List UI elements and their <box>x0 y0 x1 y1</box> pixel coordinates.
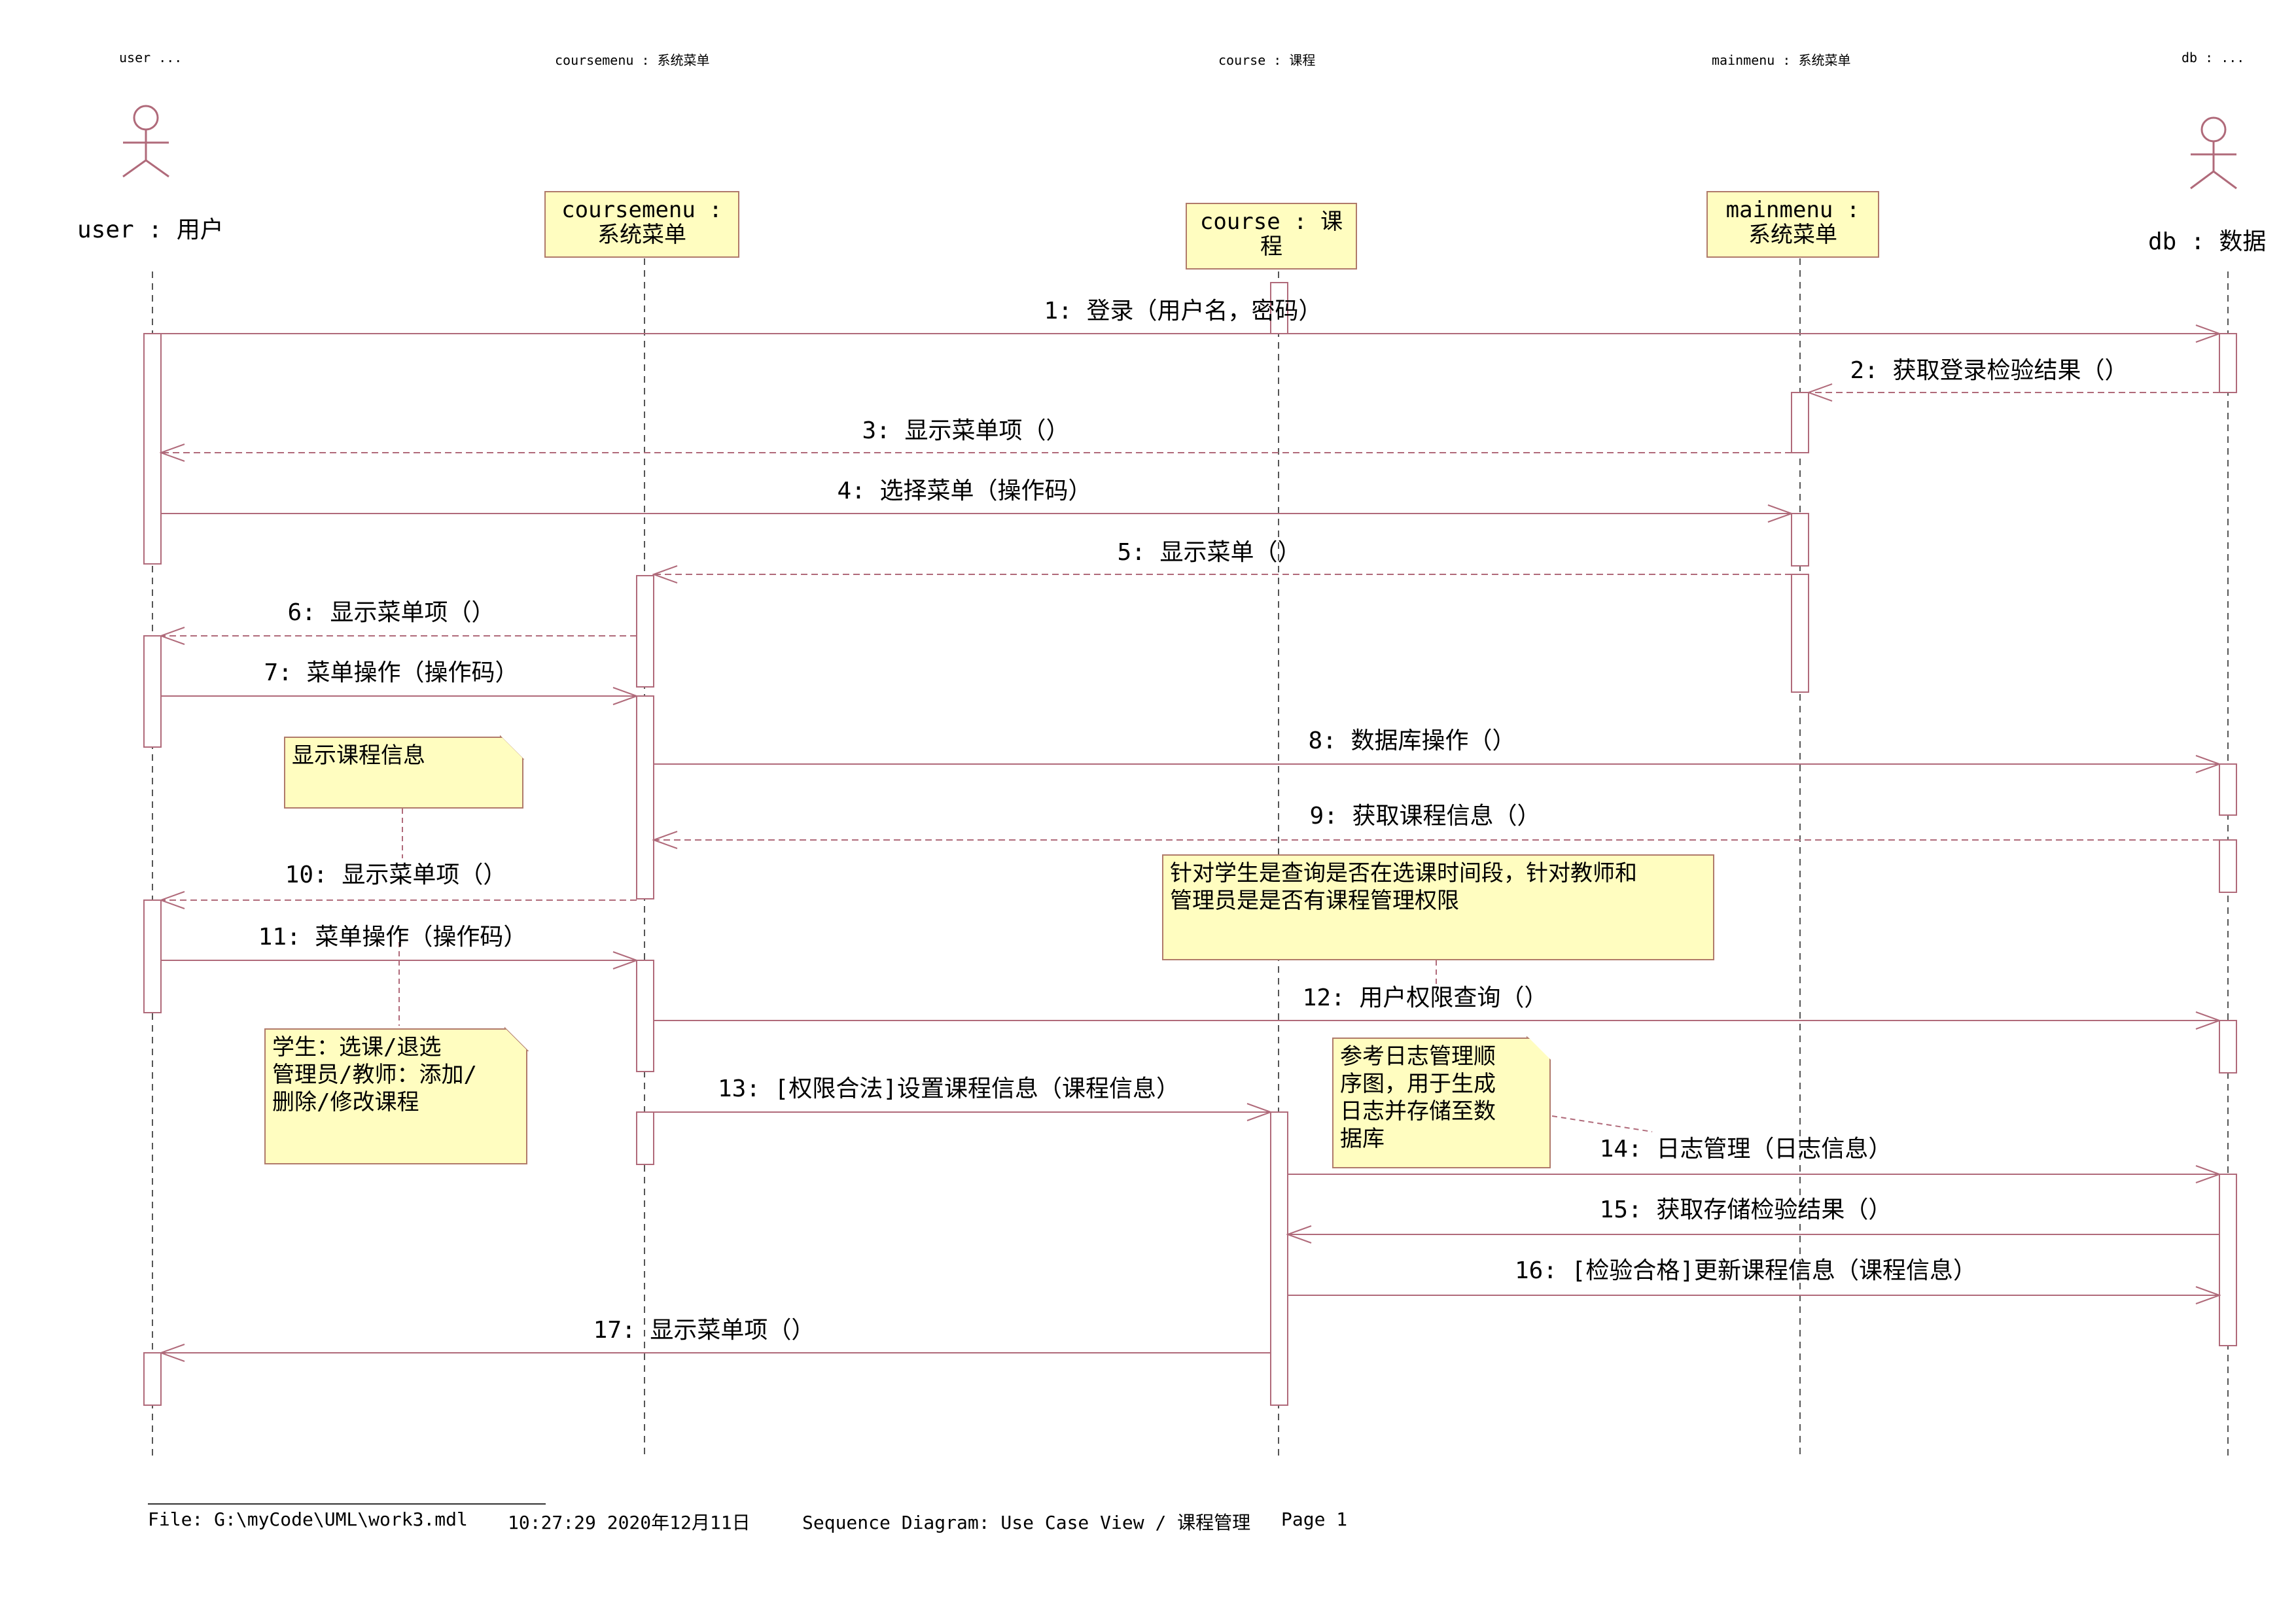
message-1-label: 1: 登录（用户名，密码） <box>1044 298 1322 324</box>
footer-timestamp: 10:27:29 2020年12月11日 <box>508 1512 751 1533</box>
header-label-coursemenu: coursemenu : 系统菜单 <box>555 52 710 68</box>
message-13-label: 13: [权限合法]设置课程信息（课程信息） <box>717 1075 1180 1102</box>
message-17-label: 17: 显示菜单项（） <box>593 1317 815 1344</box>
mainmenu-object-box: mainmenu : 系统菜单 <box>1706 191 1879 258</box>
activation-bar <box>1791 574 1809 693</box>
activation-bar <box>2219 1174 2237 1346</box>
header-label-mainmenu: mainmenu : 系统菜单 <box>1712 52 1851 68</box>
user-actor-icon <box>122 105 169 178</box>
footer-file: File: G:\myCode\UML\work3.mdl <box>148 1509 468 1530</box>
activation-bar <box>2219 763 2237 816</box>
message-3-label: 3: 显示菜单项（） <box>862 417 1070 444</box>
course-object-box: course : 课 程 <box>1186 203 1357 270</box>
note-connector <box>1551 1115 1653 1132</box>
activation-bar <box>1791 392 1809 453</box>
message-2-label: 2: 获取登录检验结果（） <box>1850 357 2128 384</box>
activation-bar <box>1791 513 1809 567</box>
message-4-label: 4: 选择菜单（操作码） <box>837 478 1092 504</box>
activation-bar <box>2219 839 2237 893</box>
note-log-management: 参考日志管理顺 序图，用于生成 日志并存储至数 据库 <box>1332 1038 1551 1168</box>
user-actor-label: user : 用户 <box>77 217 224 243</box>
message-14-label: 14: 日志管理（日志信息） <box>1599 1136 1892 1162</box>
message-15-label: 15: 获取存储检验结果（） <box>1599 1196 1892 1223</box>
activation-bar <box>636 1111 654 1165</box>
activation-bar <box>143 1352 162 1406</box>
header-label-course: course : 课程 <box>1218 52 1316 68</box>
db-actor-icon <box>2190 116 2237 190</box>
activation-bar <box>636 575 654 688</box>
course-object-type: 程 <box>1260 234 1282 260</box>
db-actor-label: db : 数据 <box>2148 228 2267 255</box>
message-12-label: 12: 用户权限查询（） <box>1302 985 1548 1011</box>
message-9-label: 9: 获取课程信息（） <box>1309 803 1541 829</box>
mainmenu-object-type: 系统菜单 <box>1748 222 1837 248</box>
course-object-name: course : 课 <box>1199 209 1343 235</box>
header-label-db: db : ... <box>2181 50 2245 65</box>
note-role-operations: 学生：选课/退选 管理员/教师：添加/ 删除/修改课程 <box>264 1028 527 1164</box>
activation-bar <box>636 960 654 1072</box>
activation-bar <box>143 899 162 1013</box>
footer-page: Page 1 <box>1281 1509 1348 1530</box>
footer-divider <box>148 1503 546 1505</box>
message-5-label: 5: 显示菜单（） <box>1117 539 1301 566</box>
coursemenu-object-name: coursemenu : <box>561 197 722 223</box>
activation-bar <box>2219 333 2237 393</box>
note-permission-query: 针对学生是查询是否在选课时间段，针对教师和 管理员是是否有课程管理权限 <box>1162 854 1714 960</box>
activation-bar <box>2219 1020 2237 1073</box>
header-label-user: user ... <box>119 50 183 65</box>
activation-bar <box>143 635 162 748</box>
footer-diagram-name: Sequence Diagram: Use Case View / 课程管理 <box>802 1512 1251 1533</box>
coursemenu-object-box: coursemenu : 系统菜单 <box>544 191 739 258</box>
message-6-label: 6: 显示菜单项（） <box>287 599 495 626</box>
message-7-label: 7: 菜单操作（操作码） <box>264 659 519 686</box>
activation-bar <box>636 695 654 899</box>
message-10-label: 10: 显示菜单项（） <box>285 862 507 888</box>
note-show-course-info: 显示课程信息 <box>284 737 523 809</box>
mainmenu-object-name: mainmenu : <box>1725 197 1860 223</box>
activation-bar <box>143 333 162 565</box>
activation-bar <box>1270 1111 1288 1406</box>
message-11-label: 11: 菜单操作（操作码） <box>258 924 527 951</box>
message-16-label: 16: [检验合格]更新课程信息（课程信息） <box>1514 1257 1977 1284</box>
coursemenu-object-type: 系统菜单 <box>597 222 686 248</box>
message-8-label: 8: 数据库操作（） <box>1308 727 1516 754</box>
